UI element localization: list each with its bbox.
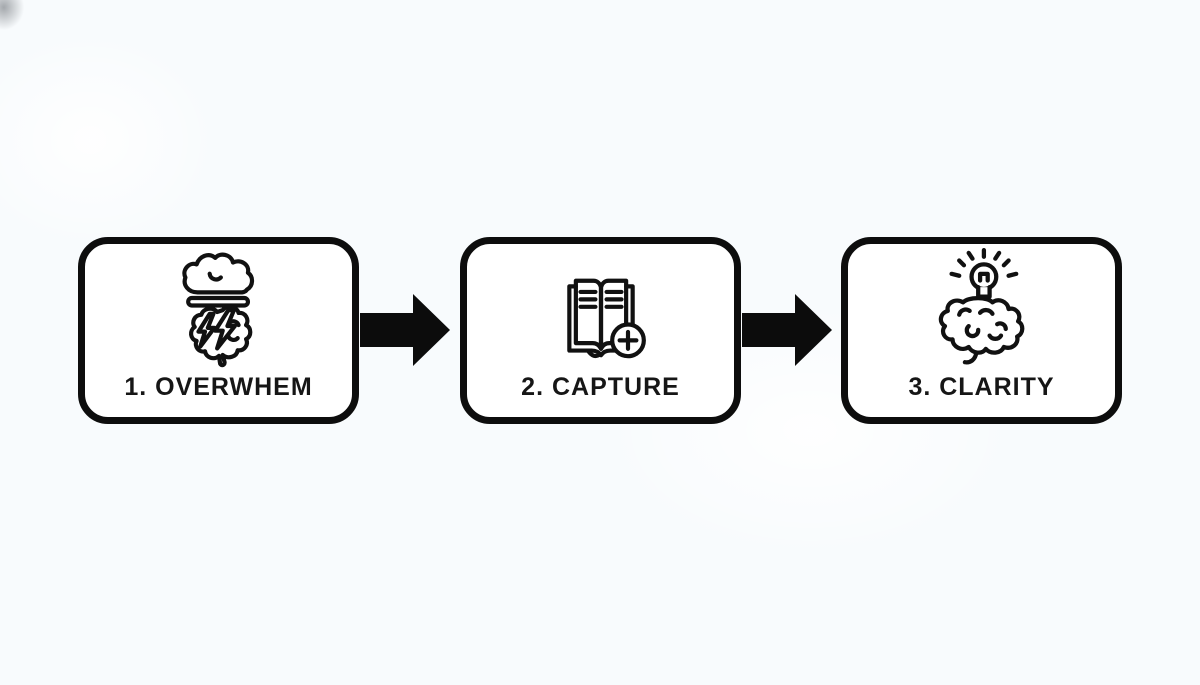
step-label-capture: 2. CAPTURE [521,373,680,401]
flow-arrow-1 [360,294,450,366]
open-book-plus-icon [545,264,657,377]
step-box-capture: 2. CAPTURE [460,237,741,424]
corner-smudge [0,0,26,32]
arrow-head-icon [413,294,450,366]
step-label-overwhelm: 1. OVERWHEM [124,373,313,401]
brain-lightbulb-icon [925,246,1039,377]
arrow-head-icon [795,294,832,366]
step-label-clarity: 3. CLARITY [908,373,1055,401]
step-box-clarity: 3. CLARITY [841,237,1122,424]
arrow-shaft [360,313,413,347]
arrow-shaft [742,313,795,347]
brain-storm-lightning-icon [163,250,275,379]
background-highlight [0,30,220,250]
step-box-overwhelm: 1. OVERWHEM [78,237,359,424]
flow-arrow-2 [742,294,832,366]
